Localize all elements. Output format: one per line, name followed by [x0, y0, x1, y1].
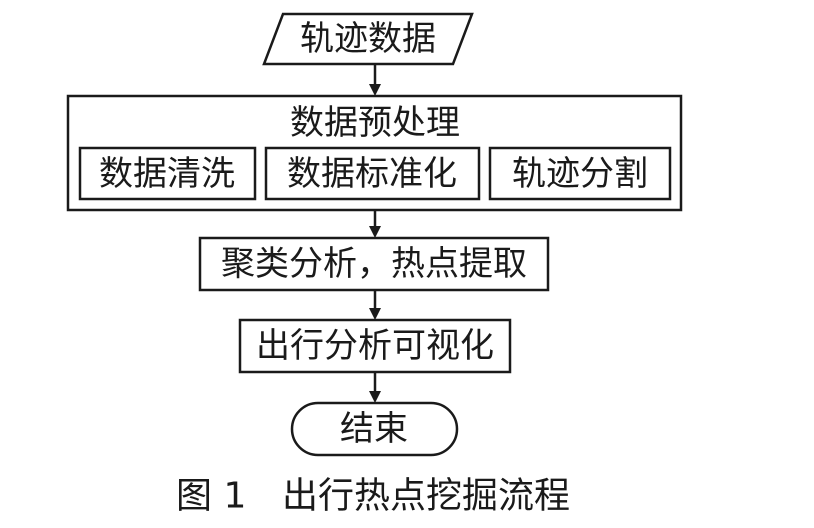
step-data-normalization-label: 数据标准化	[287, 154, 457, 194]
input-node: 轨迹数据	[262, 12, 474, 66]
visualization-node: 出行分析可视化	[238, 318, 512, 374]
end-label: 结束	[340, 409, 408, 449]
clustering-label: 聚类分析，热点提取	[221, 244, 527, 284]
step-trajectory-segmentation-box	[488, 146, 672, 201]
visualization-box	[238, 318, 512, 374]
figure-number: 图 1	[176, 476, 246, 517]
clustering-node: 聚类分析，热点提取	[198, 236, 550, 292]
input-parallelogram	[262, 12, 474, 66]
end-terminator	[290, 401, 459, 457]
arrow-preprocess-to-clustering	[369, 210, 381, 238]
input-label: 轨迹数据	[300, 19, 436, 59]
figure-caption: 图 1 出行热点挖掘流程	[176, 476, 570, 517]
preprocess-title: 数据预处理	[290, 103, 460, 143]
end-node: 结束	[290, 401, 459, 457]
arrow-visualization-to-end	[369, 372, 381, 403]
preprocess-group: 数据预处理 数据清洗 数据标准化 轨迹分割	[66, 94, 683, 212]
arrow-clustering-to-visualization	[369, 290, 381, 320]
figure-title: 出行热点挖掘流程	[282, 476, 570, 517]
step-data-normalization-box	[264, 146, 481, 201]
visualization-label: 出行分析可视化	[256, 326, 494, 366]
step-trajectory-segmentation-label: 轨迹分割	[512, 154, 648, 194]
step-data-cleaning-label: 数据清洗	[99, 154, 235, 194]
arrow-input-to-preprocess	[369, 64, 381, 96]
step-data-cleaning-box	[78, 146, 257, 201]
